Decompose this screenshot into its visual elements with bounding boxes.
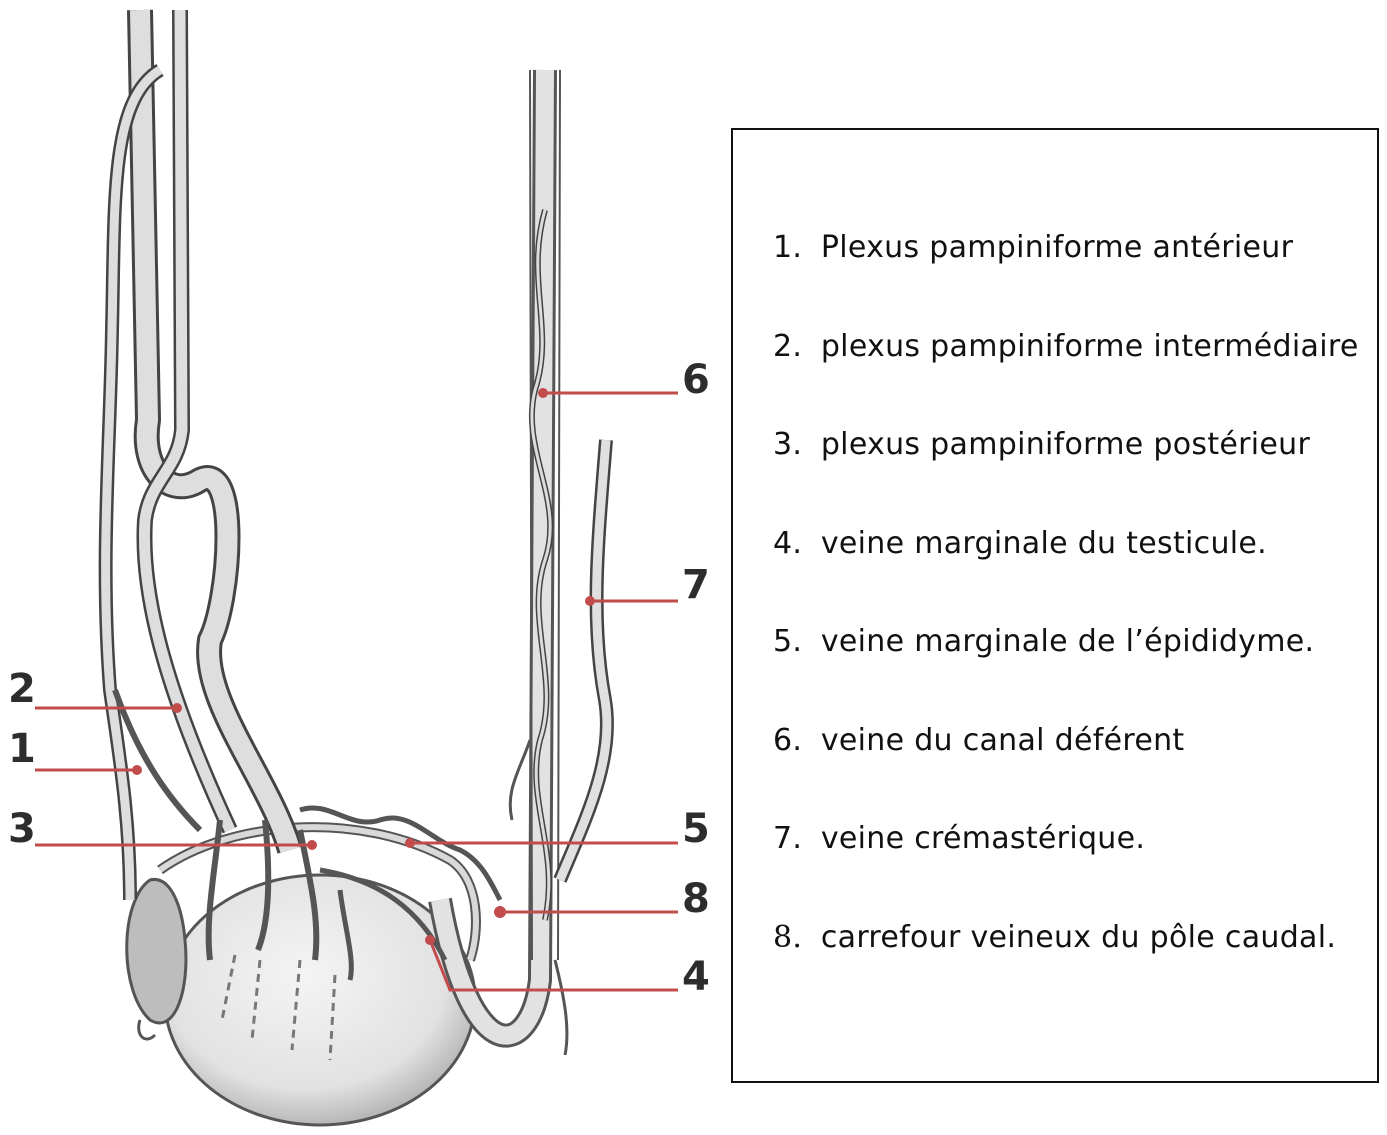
legend-text: carrefour veineux du pôle caudal. [821, 920, 1336, 955]
callout-1: 1 [8, 726, 36, 772]
legend-item-1: 1. Plexus pampiniforme antérieur [773, 230, 1359, 329]
callout-6: 6 [682, 357, 710, 403]
legend-text: veine crémastérique. [821, 821, 1145, 856]
legend-item-6: 6. veine du canal déférent [773, 723, 1359, 822]
legend-item-5: 5. veine marginale de l’épididyme. [773, 624, 1359, 723]
legend-text: veine du canal déférent [821, 723, 1185, 758]
pampiniform-trunk-shape [140, 10, 290, 850]
callout-5: 5 [682, 806, 710, 852]
legend-text: veine marginale du testicule. [821, 526, 1267, 561]
callout-4: 4 [682, 954, 710, 1000]
legend-list: 1. Plexus pampiniforme antérieur 2. plex… [773, 230, 1359, 1018]
legend-number: 8. [773, 920, 811, 955]
legend-text: plexus pampiniforme postérieur [821, 427, 1310, 462]
legend-item-3: 3. plexus pampiniforme postérieur [773, 427, 1359, 526]
epididymis-head-shape [127, 879, 186, 1022]
legend-number: 6. [773, 723, 811, 758]
legend-item-4: 4. veine marginale du testicule. [773, 526, 1359, 625]
legend-item-8: 8. carrefour veineux du pôle caudal. [773, 920, 1359, 1019]
legend-text: plexus pampiniforme intermédiaire [821, 329, 1359, 364]
legend-number: 1. [773, 230, 811, 265]
legend-item-2: 2. plexus pampiniforme intermédiaire [773, 329, 1359, 428]
legend-number: 7. [773, 821, 811, 856]
legend-number: 5. [773, 624, 811, 659]
callout-8: 8 [682, 876, 710, 922]
legend-text: Plexus pampiniforme antérieur [821, 230, 1293, 265]
legend-item-7: 7. veine crémastérique. [773, 821, 1359, 920]
legend-box: 1. Plexus pampiniforme antérieur 2. plex… [731, 128, 1379, 1083]
callout-7: 7 [682, 562, 710, 608]
legend-number: 4. [773, 526, 811, 561]
callout-3: 3 [8, 806, 36, 852]
legend-number: 3. [773, 427, 811, 462]
callout-2: 2 [8, 666, 36, 712]
legend-number: 2. [773, 329, 811, 364]
legend-text: veine marginale de l’épididyme. [821, 624, 1315, 659]
